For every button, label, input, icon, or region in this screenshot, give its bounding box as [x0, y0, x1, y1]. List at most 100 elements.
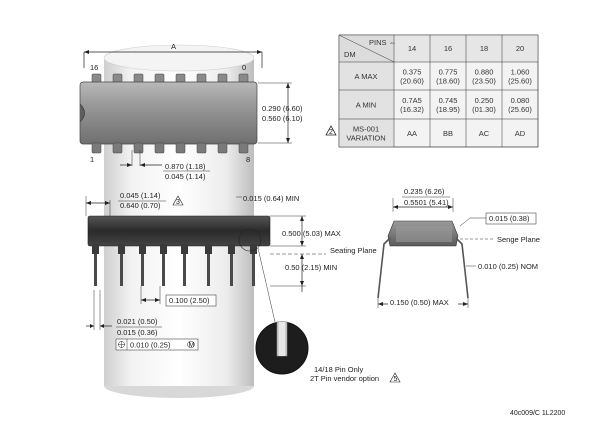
pin-8-bottom-label: 8 [246, 155, 250, 164]
bottom-pin-row [91, 142, 249, 154]
note-3-triangle-icon [172, 195, 184, 206]
side-lead-shoulder [139, 244, 146, 254]
table-corner-top: PINS ⇔ [369, 38, 396, 47]
side-lead-shoulder [92, 244, 99, 254]
top-view: A 16 0 1 8 0.290 (6.60) 0.560 (6.10) 2 0… [79, 42, 337, 181]
table-row-label: A MIN [356, 101, 376, 110]
height-min-label: 0.560 (6.10) [262, 114, 303, 123]
table-col-header: 20 [516, 44, 524, 53]
table-cell: (25.60) [508, 105, 532, 114]
end-width-max-label: 0.235 (6.26) [404, 187, 445, 196]
table-cell: (18.95) [436, 105, 460, 114]
pin-8-top-label: 0 [242, 63, 246, 72]
table-cell: 0.745 [439, 96, 458, 105]
table-cell: (01.30) [472, 105, 496, 114]
note-5-number: 5 [394, 376, 398, 383]
spread-max-label: 0.150 (0.50) MAX [390, 298, 449, 307]
table-col-header: 14 [408, 44, 416, 53]
table-cell: 0.880 [475, 68, 494, 77]
side-lead-row [92, 244, 257, 286]
detail-line-1: 14/18 Pin Only [314, 365, 363, 374]
bottom-pin [133, 142, 144, 154]
end-width-min-label: 0.5501 (5.41) [404, 198, 449, 207]
lead-width-max-label: 0.021 (0.50) [117, 317, 158, 326]
pin-1-label: 1 [90, 155, 94, 164]
side-lead [183, 254, 186, 286]
nom-label: 0.010 (0.25) NOM [478, 262, 538, 271]
bottom-pin [196, 142, 207, 154]
detail-callout: 14/18 Pin Only 2T Pin vendor option 5 [238, 228, 401, 383]
lead-length-label: 0.50 (2.15) MIN [285, 263, 337, 272]
height-max-label: 0.290 (6.60) [262, 104, 303, 113]
table-note-triangle-icon [325, 125, 337, 136]
pin-width-min-label: 0.045 (1.14) [165, 172, 206, 181]
pitch-box [165, 294, 217, 307]
bottom-pin [154, 142, 165, 154]
table-row-label: MS-001 [353, 125, 379, 134]
body-max-label: 0.500 (5.03) MAX [282, 229, 341, 238]
side-lead [141, 254, 144, 286]
table-cell: 0.375 [403, 68, 422, 77]
datum-circle-icon [187, 340, 195, 349]
table-cell: AA [407, 129, 417, 138]
side-lead [252, 254, 255, 286]
end-lead-right [455, 237, 469, 299]
bottom-pin [217, 142, 228, 154]
end-lead-left [377, 237, 391, 299]
detail-line-2: 2T Pin vendor option [310, 374, 379, 383]
datum-label: M [189, 342, 195, 349]
note-3-number: 3 [176, 199, 180, 206]
lead-thickness-label: 0.015 (0.38) [489, 214, 530, 223]
shoulder-min-label: 0.640 (0.70) [120, 201, 161, 210]
side-lead-shoulder [181, 244, 188, 254]
table-cell: (25.60) [508, 77, 532, 86]
lead-width-min-label: 0.015 (0.36) [117, 328, 158, 337]
table-col-header: 16 [444, 44, 452, 53]
table-cell: (16.32) [400, 105, 424, 114]
table-cell: 0.250 [475, 96, 494, 105]
side-lead-shoulder [160, 244, 167, 254]
table-row-label: A MAX [355, 72, 378, 81]
table-cell: (18.60) [436, 77, 460, 86]
end-view: 0.235 (6.26) 0.5501 (5.41) 0.015 (0.38) … [377, 187, 540, 308]
side-lead [230, 254, 233, 286]
side-lead-shoulder [205, 244, 212, 254]
bottom-pin [91, 142, 102, 154]
table-col-header: 18 [480, 44, 488, 53]
chip-body-side [87, 215, 271, 247]
note-2-number: 2 [329, 129, 333, 136]
side-lead [94, 254, 97, 286]
side-lead [207, 254, 210, 286]
bottom-pin [175, 142, 186, 154]
table-cell: 0.7A5 [402, 96, 422, 105]
side-lead [120, 254, 123, 286]
table-cell: (23.50) [472, 77, 496, 86]
table-cell: 1.060 [511, 68, 530, 77]
table-cell: AC [479, 129, 490, 138]
table-cell: BB [443, 129, 453, 138]
pin-16-label: 16 [90, 63, 98, 72]
drawing-number: 40c009/C 1L2200 [510, 410, 565, 417]
pin-width-max-label: 0.870 (1.18) [165, 162, 206, 171]
pitch-label: 0.100 (2.50) [169, 296, 210, 305]
table-cell: 0.080 [511, 96, 530, 105]
side-view: 0.045 (1.14) 0.640 (0.70) 3 0.015 (0.64)… [85, 191, 377, 351]
end-seating-plane-label: Senge Plane [497, 235, 540, 244]
seating-plane-label: Seating Plane [330, 246, 377, 255]
note-5-triangle-icon [389, 372, 401, 383]
side-lead [162, 254, 165, 286]
side-lead-shoulder [250, 244, 257, 254]
standoff-label: 0.015 (0.64) MIN [243, 194, 299, 203]
side-lead-shoulder [118, 244, 125, 254]
table-cell: AD [515, 129, 526, 138]
table-cell: (20.60) [400, 77, 424, 86]
table-row-label: VARIATION [346, 134, 385, 143]
bottom-pin [238, 142, 249, 154]
top-pin-row [91, 73, 249, 84]
true-position-label: 0.010 (0.25) [130, 341, 171, 350]
side-lead-shoulder [228, 244, 235, 254]
table-cell: 0.775 [439, 68, 458, 77]
